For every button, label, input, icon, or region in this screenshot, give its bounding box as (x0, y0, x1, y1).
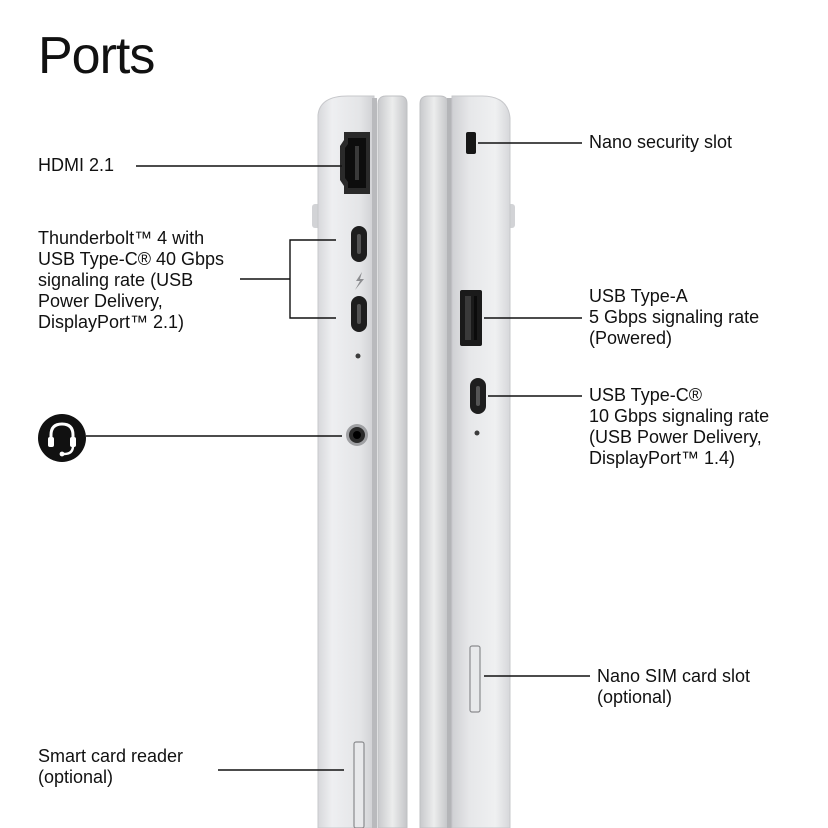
usb-c-line-3: (USB Power Delivery, (589, 427, 762, 447)
page-title: Ports (38, 27, 155, 85)
thunderbolt-label: Thunderbolt™ 4 with USB Type-C® 40 Gbps … (38, 228, 224, 333)
thunderbolt-icon (355, 272, 364, 290)
usb-a-line-1: USB Type-A (589, 286, 688, 306)
right-seam (447, 98, 453, 828)
sim-line-1: Nano SIM card slot (597, 666, 751, 686)
usb-c-label: USB Type-C® 10 Gbps signaling rate (USB … (589, 385, 769, 469)
thunderbolt-line-3: signaling rate (USB (38, 270, 194, 290)
usb-a-port (460, 290, 482, 346)
security-label: Nano security slot (589, 132, 733, 152)
thunderbolt-port-2 (351, 296, 367, 332)
usb-c-line-4: DisplayPort™ 1.4) (589, 448, 736, 468)
thunderbolt-port-1 (351, 226, 367, 262)
smart-card-line-2: (optional) (38, 767, 114, 787)
sim-label: Nano SIM card slot (optional) (597, 666, 750, 708)
left-chassis (317, 95, 375, 828)
hdmi-label: HDMI 2.1 (38, 155, 115, 175)
thunderbolt-bracket (289, 239, 336, 319)
left-status-led (355, 353, 361, 359)
right-display-panel (419, 95, 449, 828)
usb-a-line-2: 5 Gbps signaling rate (589, 307, 760, 327)
right-status-led (474, 430, 480, 436)
audio-jack (346, 424, 368, 446)
usb-c-port (470, 378, 486, 414)
thunderbolt-line-2: USB Type-C® 40 Gbps (38, 249, 225, 269)
smart-card-line-1: Smart card reader (38, 746, 184, 766)
thunderbolt-line-1: Thunderbolt™ 4 with (38, 228, 205, 248)
headset-icon (38, 414, 86, 462)
usb-c-line-2: 10 Gbps signaling rate (589, 406, 770, 426)
left-seam (372, 98, 377, 828)
usb-a-line-3: (Powered) (589, 328, 673, 348)
smart-card-label: Smart card reader (optional) (38, 746, 183, 788)
usb-a-label: USB Type-A 5 Gbps signaling rate (Powere… (589, 286, 759, 349)
smart-card-slot (353, 741, 365, 828)
hdmi-port (340, 132, 370, 194)
usb-c-line-1: USB Type-C® (589, 385, 702, 405)
thunderbolt-line-5: DisplayPort™ 2.1) (38, 312, 185, 332)
thunderbolt-line-4: Power Delivery, (38, 291, 163, 311)
right-chassis (451, 95, 511, 828)
security-slot (466, 132, 476, 154)
sim-line-2: (optional) (597, 687, 673, 707)
sim-card-slot (469, 645, 481, 713)
left-display-panel (377, 95, 408, 828)
